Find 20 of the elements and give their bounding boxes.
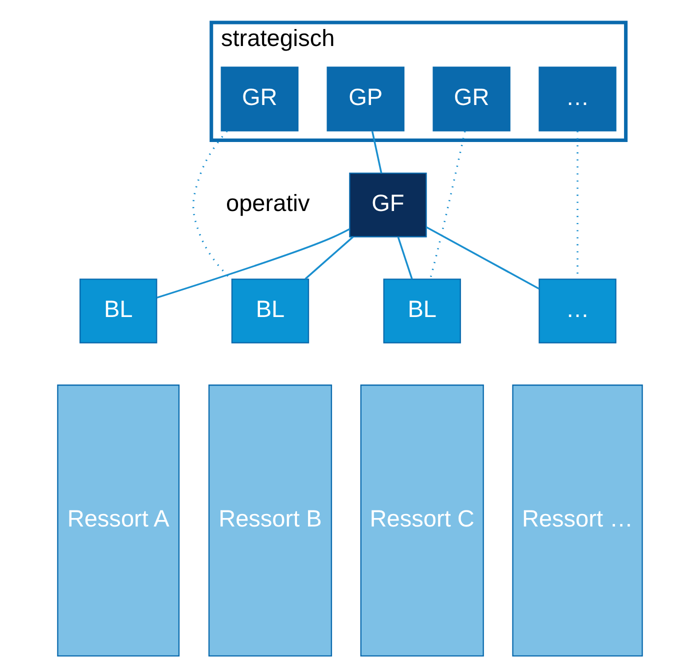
node-box: BL	[80, 278, 158, 344]
node-box: …	[538, 278, 616, 344]
node-label: operativ	[226, 190, 310, 216]
node-box: GP	[326, 66, 404, 132]
node-box: Ressort C	[360, 384, 484, 657]
connector	[304, 236, 354, 280]
connector	[397, 236, 413, 280]
connector	[156, 228, 350, 299]
node-box: GF	[349, 172, 427, 238]
node-box: Ressort A	[57, 384, 180, 657]
node-box: BL	[383, 278, 461, 344]
connector	[429, 131, 466, 280]
connector	[426, 226, 540, 290]
node-box: Ressort …	[512, 384, 643, 657]
node-box: Ressort B	[208, 384, 332, 657]
node-box: …	[538, 66, 616, 132]
connector	[371, 131, 382, 174]
node-box: GR	[220, 66, 298, 132]
node-box: GR	[432, 66, 510, 132]
node-box: BL	[231, 278, 310, 344]
